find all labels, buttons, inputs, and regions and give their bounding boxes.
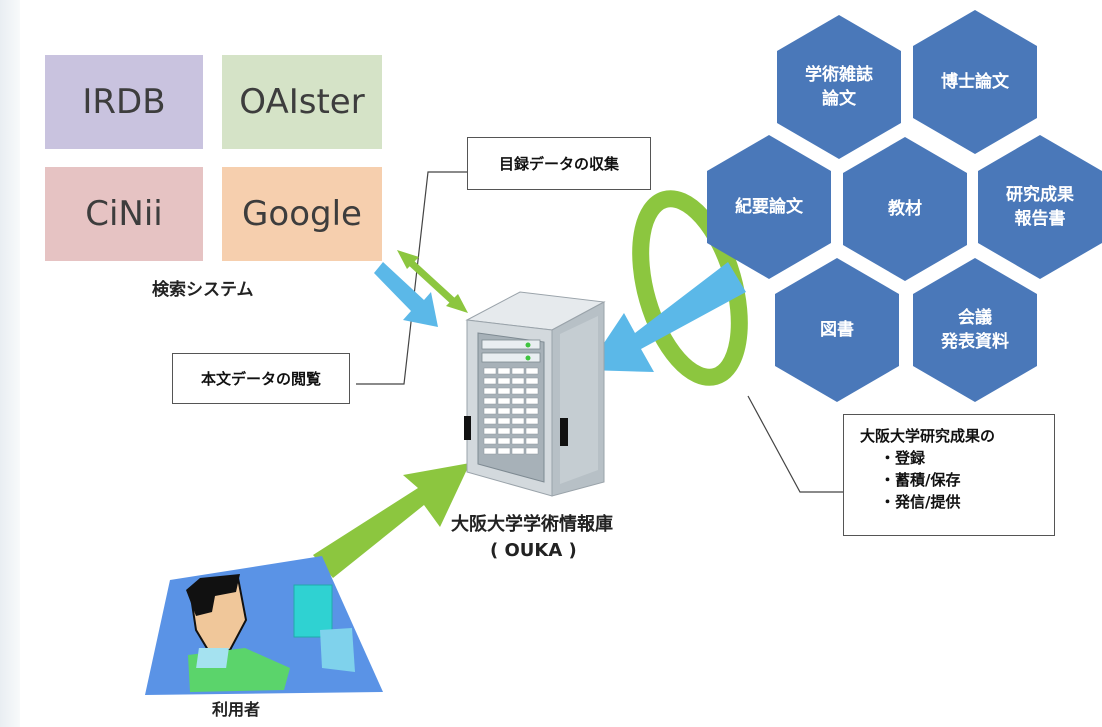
outcome-item: ・蓄積/保存 [880, 471, 961, 489]
blue-content-arrow [586, 262, 746, 372]
hex-teaching-material: 教材 [843, 137, 967, 281]
browse-callout-text: 本文データの閲覧 [200, 370, 321, 388]
hex-text: 報告書 [1014, 209, 1066, 229]
hex-bulletin-paper: 紀要論文 [707, 135, 831, 279]
search-box-label: Google [242, 194, 362, 234]
hex-doctoral-thesis: 博士論文 [913, 10, 1037, 154]
search-box-label: CiNii [85, 194, 163, 234]
search-box-google: Google [222, 167, 382, 261]
outcomes-callout: 大阪大学研究成果の ・登録 ・蓄積/保存 ・発信/提供 [843, 414, 1055, 536]
outcome-leader-line [747, 395, 843, 493]
user-illustration [145, 556, 383, 695]
hex-text: 会議 [958, 308, 992, 328]
collect-leader-line [356, 171, 467, 385]
green-user-arrow [313, 463, 470, 578]
hex-text: 紀要論文 [735, 197, 803, 217]
search-box-oaister: OAIster [222, 55, 382, 149]
search-box-label: OAIster [239, 82, 365, 122]
search-box-cinii: CiNii [45, 167, 203, 261]
hex-text: 教材 [888, 199, 922, 219]
green-double-arrow [397, 250, 468, 313]
hex-text: 論文 [822, 89, 856, 109]
collect-callout: 目録データの収集 [467, 137, 651, 190]
search-system-label: 検索システム [152, 280, 254, 300]
outcome-item: ・登録 [880, 449, 926, 467]
blue-search-arrow [374, 262, 438, 327]
search-box-label: IRDB [82, 82, 166, 122]
repository-name: 大阪大学学術情報庫 [451, 514, 613, 535]
hex-text: 研究成果 [1006, 185, 1074, 205]
browse-callout: 本文データの閲覧 [172, 353, 350, 404]
server-icon [464, 291, 606, 497]
hex-academic-journal: 学術雑誌論文 [777, 15, 901, 159]
hex-book: 図書 [775, 258, 899, 402]
search-box-irdb: IRDB [45, 55, 203, 149]
hex-text: 図書 [820, 320, 854, 340]
outcomes-title: 大阪大学研究成果の [860, 427, 996, 445]
outcome-item: ・発信/提供 [880, 493, 961, 511]
background-edge [0, 0, 20, 727]
collect-callout-text: 目録データの収集 [498, 155, 619, 173]
user-label: 利用者 [212, 700, 261, 719]
repository-abbr: ( OUKA ) [490, 540, 577, 561]
hex-conference-material: 会議発表資料 [913, 258, 1037, 402]
hex-text: 発表資料 [941, 332, 1009, 352]
hex-text: 博士論文 [941, 72, 1009, 92]
hex-text: 学術雑誌 [805, 65, 873, 85]
